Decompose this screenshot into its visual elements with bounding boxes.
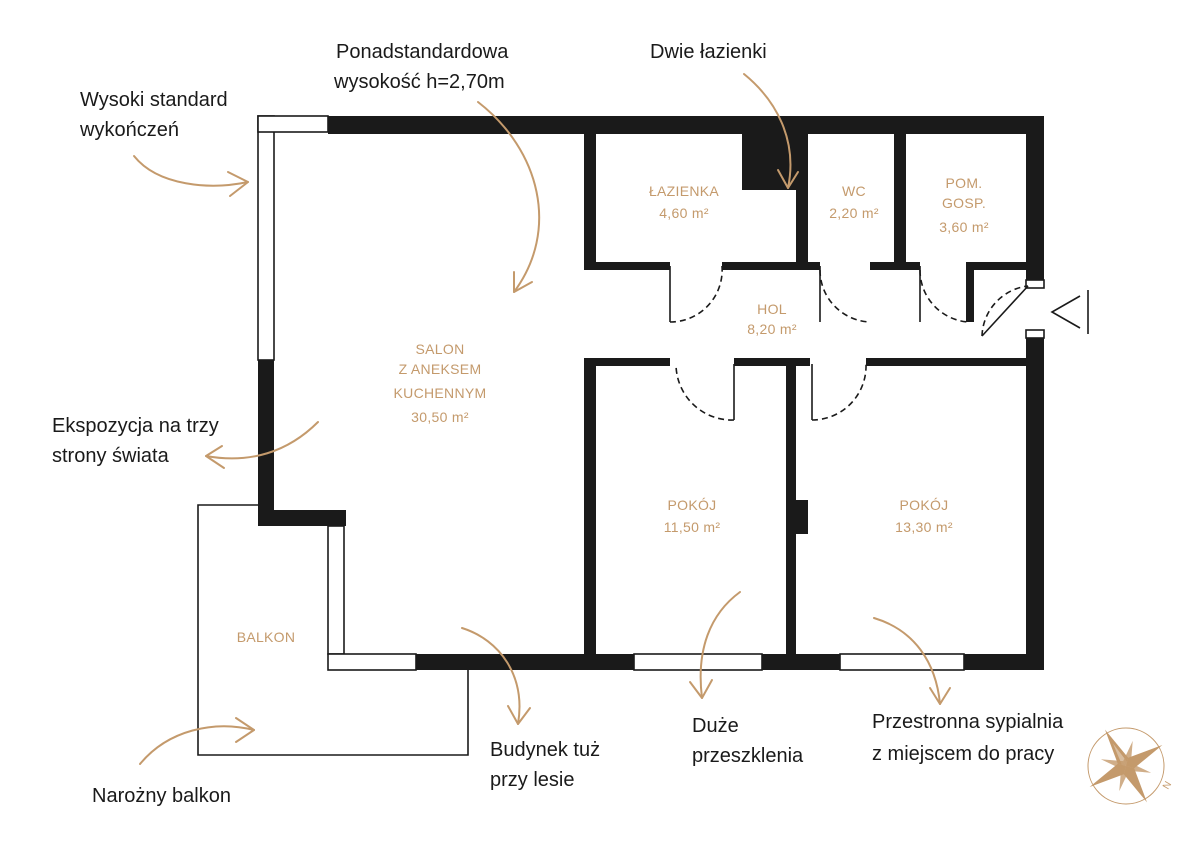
annotation-line: wysokość h=2,70m xyxy=(333,71,505,93)
room-name: BALKON xyxy=(237,629,296,645)
room-salon: SALON Z ANEKSEM KUCHENNYM 30,50 m² xyxy=(394,341,487,425)
room-name: WC xyxy=(842,183,866,199)
entrance-icon xyxy=(1050,290,1089,334)
arrow-icon xyxy=(477,101,541,293)
room-area: 13,30 m² xyxy=(895,519,953,535)
room-name: Z ANEKSEM xyxy=(399,361,482,377)
walls xyxy=(258,116,1044,670)
room-wc: WC 2,20 m² xyxy=(829,183,879,221)
room-pokoj-1: POKÓJ 11,50 m² xyxy=(664,497,721,535)
annotation-balkon: Narożny balkon xyxy=(92,717,255,807)
annotation-standard: Wysoki standard wykończeń xyxy=(79,89,249,197)
annotation-sypialnia: Przestronna sypialnia z miejscem do prac… xyxy=(872,617,1064,765)
room-area: 4,60 m² xyxy=(659,205,709,221)
annotation-wysokosc: Ponadstandardowa wysokość h=2,70m xyxy=(333,41,541,293)
arrow-icon xyxy=(461,627,521,725)
annotation-line: Ekspozycja na trzy xyxy=(52,415,219,437)
annotation-line: Narożny balkon xyxy=(92,785,231,807)
annotation-las: Budynek tuż przy lesie xyxy=(461,627,600,791)
annotation-line: Duże xyxy=(692,715,739,737)
annotation-line: Przestronna sypialnia xyxy=(872,711,1064,733)
arrow-icon xyxy=(133,155,249,187)
room-area: 30,50 m² xyxy=(411,409,469,425)
room-pom-gosp: POM. GOSP. 3,60 m² xyxy=(939,175,989,235)
room-name: POKÓJ xyxy=(900,497,949,513)
annotation-ekspozycja: Ekspozycja na trzy strony świata xyxy=(52,415,319,469)
room-name: POM. xyxy=(946,175,983,191)
annotation-line: Wysoki standard xyxy=(80,89,228,111)
arrow-icon xyxy=(699,591,741,699)
annotation-line: strony świata xyxy=(52,445,170,467)
room-area: 3,60 m² xyxy=(939,219,989,235)
room-name: KUCHENNYM xyxy=(394,385,487,401)
annotation-line: przy lesie xyxy=(490,769,574,791)
room-lazienka: ŁAZIENKA 4,60 m² xyxy=(649,183,719,221)
annotation-line: Budynek tuż xyxy=(490,739,600,761)
annotation-line: z miejscem do pracy xyxy=(872,743,1054,765)
room-area: 11,50 m² xyxy=(664,519,721,535)
room-name: POKÓJ xyxy=(668,497,717,513)
room-hol: HOL 8,20 m² xyxy=(747,301,797,337)
compass-north-label: N xyxy=(1161,780,1174,792)
arrow-icon xyxy=(743,73,792,189)
doors xyxy=(669,265,1029,421)
annotation-line: Ponadstandardowa xyxy=(336,41,509,63)
annotation-przeszklenia: Duże przeszklenia xyxy=(689,591,804,767)
annotation-lazienki: Dwie łazienki xyxy=(650,41,799,189)
annotation-line: wykończeń xyxy=(79,119,179,141)
room-area: 8,20 m² xyxy=(747,321,797,337)
arrow-icon xyxy=(205,421,319,460)
room-pokoj-2: POKÓJ 13,30 m² xyxy=(895,497,953,535)
room-name: GOSP. xyxy=(942,195,986,211)
room-name: ŁAZIENKA xyxy=(649,183,719,199)
compass-icon: N xyxy=(1087,727,1174,805)
room-area: 2,20 m² xyxy=(829,205,879,221)
annotation-line: przeszklenia xyxy=(692,745,804,767)
balcony xyxy=(197,504,469,756)
arrow-icon xyxy=(139,725,255,765)
annotation-line: Dwie łazienki xyxy=(650,41,767,63)
arrow-icon xyxy=(873,617,941,705)
room-name: HOL xyxy=(757,301,787,317)
room-balkon: BALKON xyxy=(237,629,296,645)
room-name: SALON xyxy=(416,341,465,357)
windows xyxy=(257,115,1045,671)
